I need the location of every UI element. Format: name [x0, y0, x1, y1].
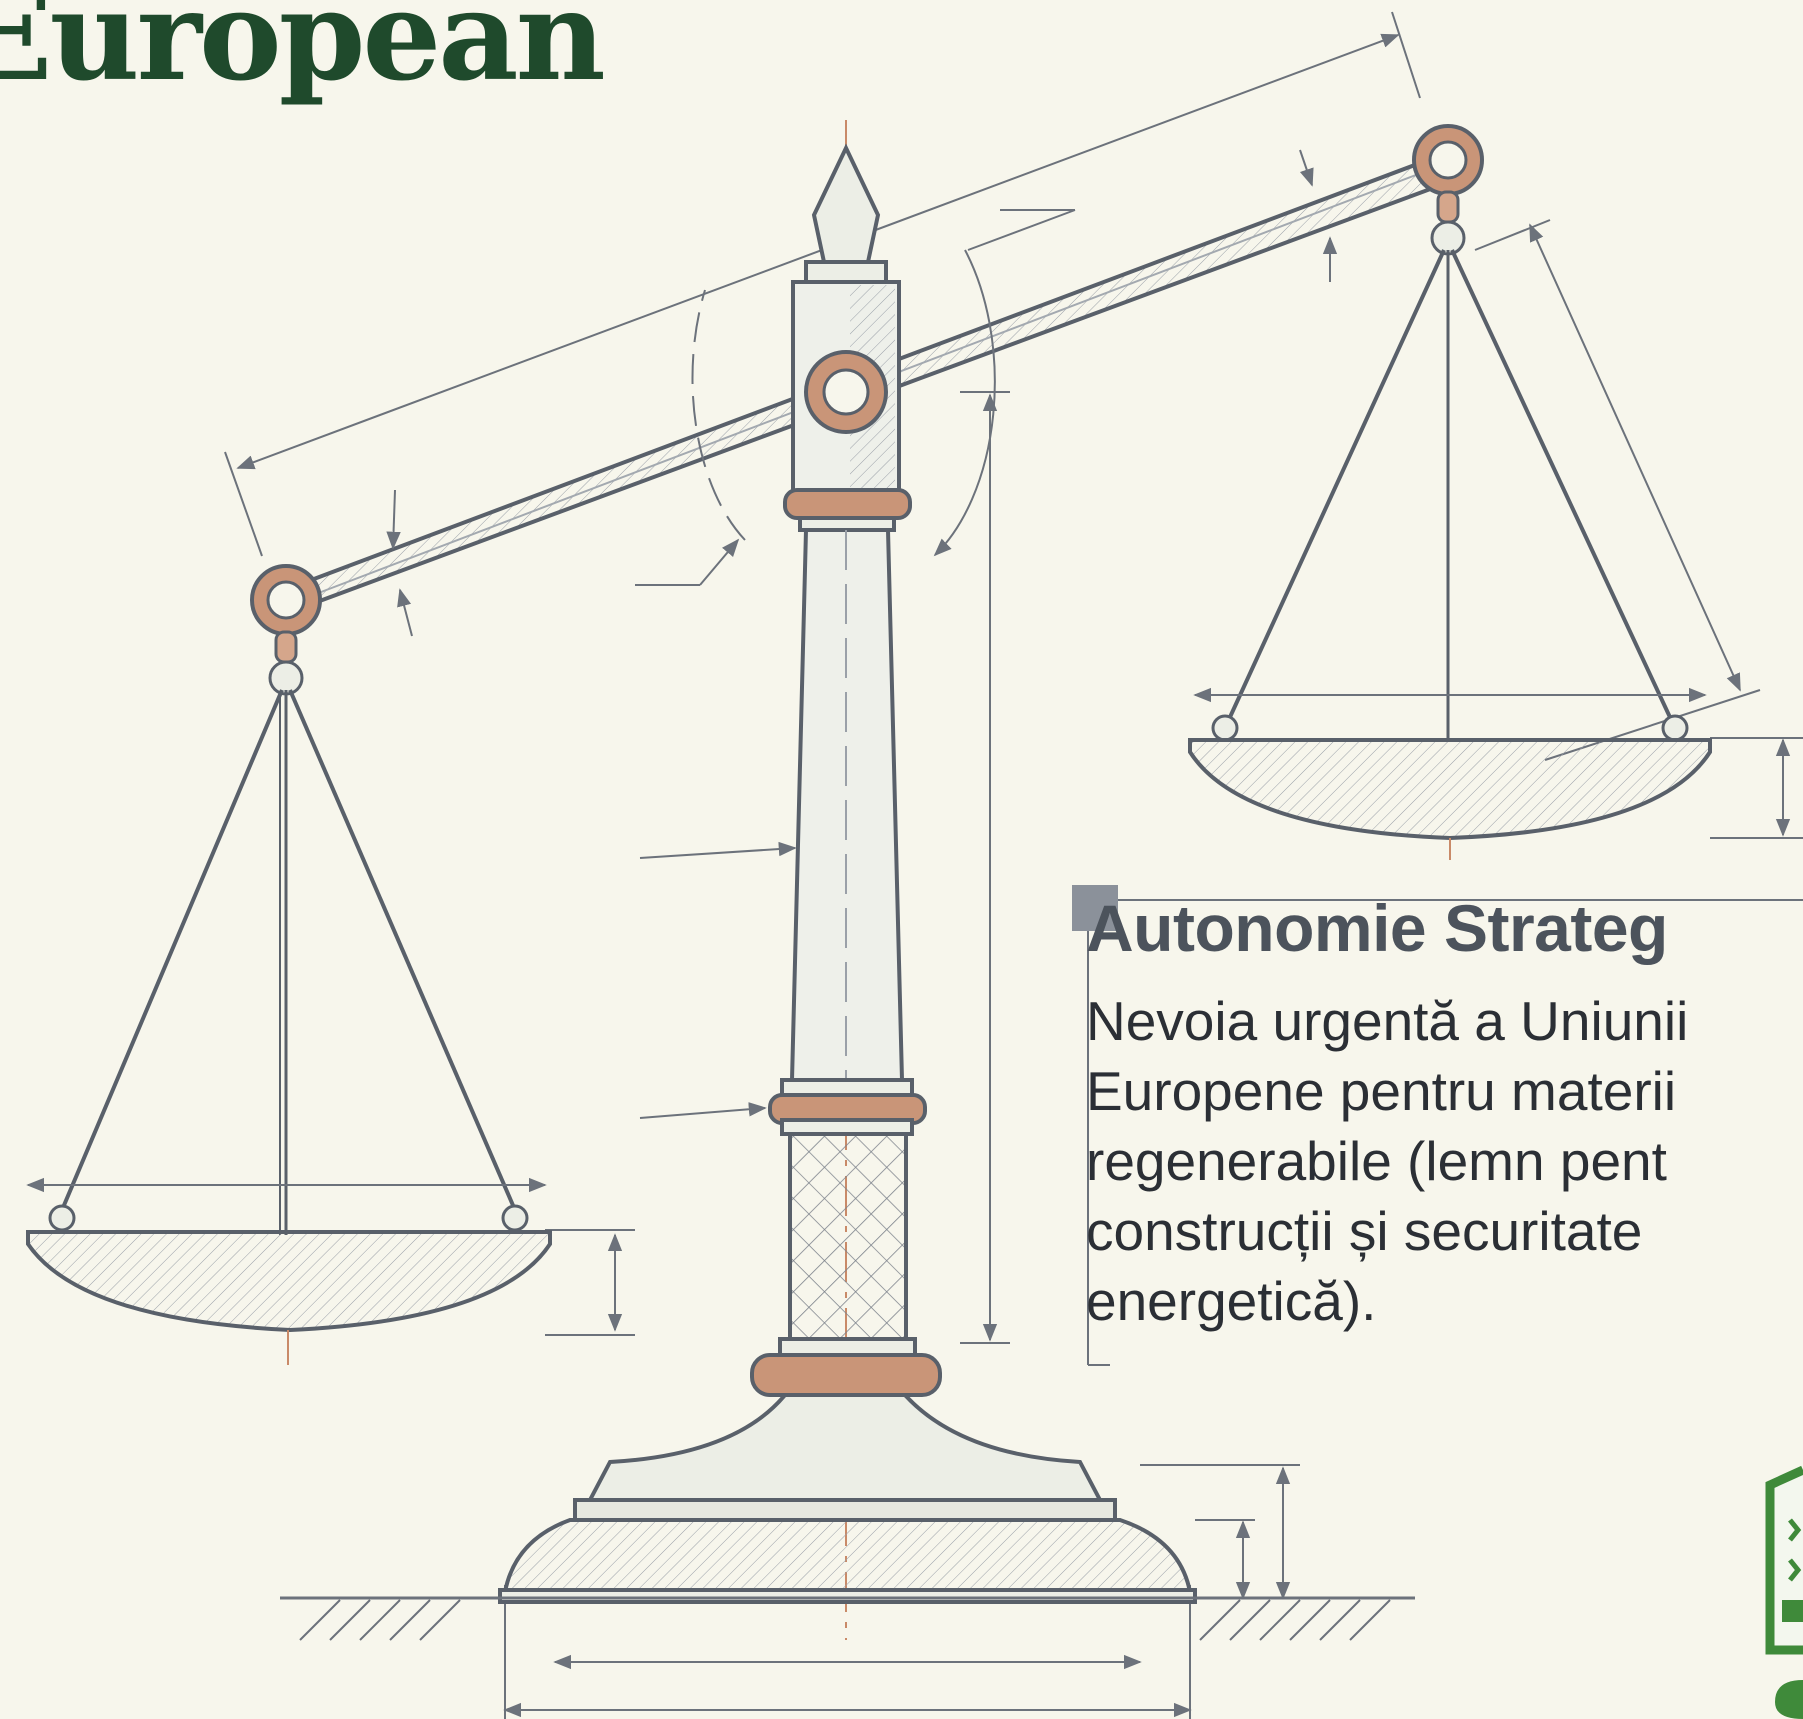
ground-line	[280, 1596, 1415, 1641]
callout-body-line: Nevoia urgentă a Uniunii	[1086, 990, 1689, 1052]
logo-icon	[1765, 1465, 1803, 1719]
dimension-lines	[224, 11, 1803, 1719]
pivot-joint	[804, 350, 888, 434]
callout-frame	[1072, 885, 1803, 1366]
callout-body: Nevoia urgentă a Uniunii Europene pentru…	[1086, 986, 1803, 1336]
callout-body-line: Europene pentru materii	[1086, 1060, 1677, 1122]
left-pan	[26, 564, 552, 1365]
right-pan	[1188, 124, 1712, 860]
callout-body-line: regenerabile (lemn pent	[1086, 1130, 1667, 1192]
callout-body-line: construcții și securitate	[1086, 1200, 1643, 1262]
callout-heading: Autonomie Strateg	[1086, 891, 1668, 965]
callout-box: Autonomie Strateg Nevoia urgentă a Uniun…	[1086, 890, 1803, 1336]
callout-body-line: energetică).	[1086, 1270, 1377, 1332]
